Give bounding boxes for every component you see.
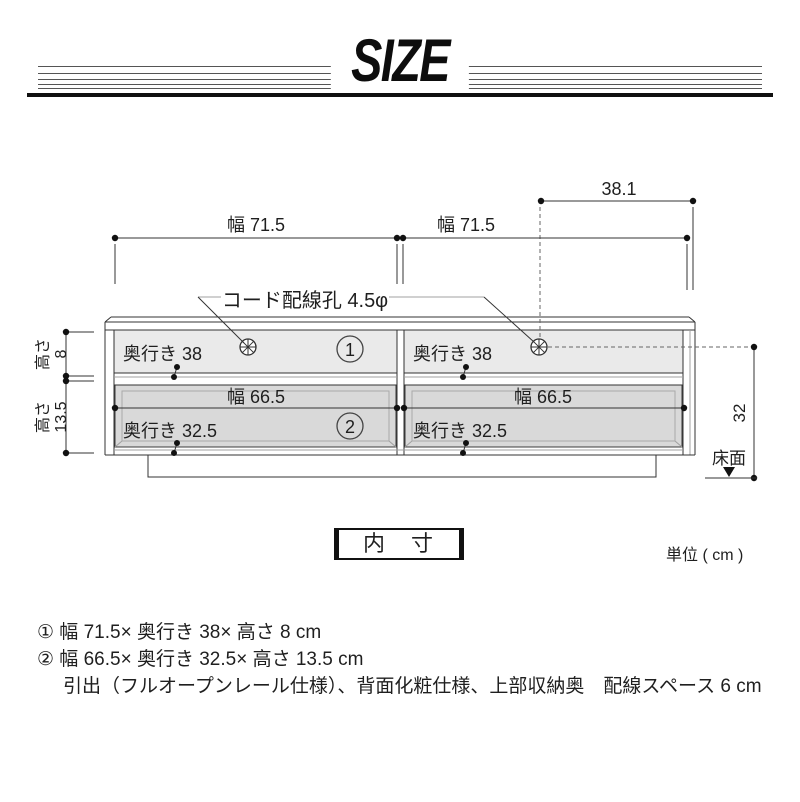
depth-lower-leaders: [171, 440, 469, 456]
depth-lower-right-label: 奥行き 32.5: [413, 421, 507, 441]
note-specs: 引出（フルオープンレール仕様）、背面化粧仕様、上部収納奥 配線スペース 6 cm: [63, 676, 762, 697]
compartment-1-badge: 1: [336, 335, 364, 363]
floor-arrow-icon: [723, 467, 735, 477]
unit-label: 単位 ( cm ): [666, 547, 744, 564]
dim-height-lower-label: 高さ 13.5: [34, 401, 70, 433]
dim-width-right-label: 幅 71.5: [437, 215, 495, 235]
svg-text:高さ: 高さ: [34, 338, 52, 370]
note-compartment-1: ① 幅 71.5× 奥行き 38× 高さ 8 cm: [37, 622, 322, 643]
svg-text:高さ: 高さ: [34, 401, 52, 433]
cord-hole-right-icon: [530, 338, 548, 356]
dim-width-right: [399, 234, 691, 290]
depth-upper-left-label: 奥行き 38: [123, 344, 202, 364]
page-title: SIZE: [330, 30, 470, 92]
inner-width-right-label: 幅 66.5: [514, 387, 572, 407]
dim-offset-38-1-label: 38.1: [601, 179, 636, 199]
depth-upper-leaders: [171, 364, 469, 380]
depth-upper-right-label: 奥行き 38: [413, 344, 492, 364]
cord-hole-label: コード配線孔 4.5φ: [222, 289, 388, 312]
dim-heights-left: [62, 328, 94, 457]
dim-width-left-label: 幅 71.5: [227, 215, 285, 235]
cabinet-fills: [114, 330, 683, 448]
floor-label: 床面: [712, 449, 746, 468]
inner-width-left-label: 幅 66.5: [227, 387, 285, 407]
dim-total-height: [548, 343, 758, 482]
cabinet-base: [147, 455, 657, 478]
header-rule-thick-line: [27, 93, 773, 97]
dim-total-height-label: 32: [730, 404, 749, 423]
depth-lower-left-label: 奥行き 32.5: [123, 421, 217, 441]
compartment-2-badge: 2: [336, 412, 364, 440]
dim-height-upper-label: 高さ 8: [34, 338, 70, 370]
svg-text:8: 8: [53, 349, 70, 358]
svg-text:2: 2: [345, 417, 355, 437]
cord-hole-leader-lines: [197, 296, 535, 344]
dim-inner-width-lines: [111, 404, 688, 412]
svg-text:13.5: 13.5: [53, 401, 70, 432]
dim-offset-38-1: [537, 197, 697, 338]
svg-text:1: 1: [345, 340, 355, 360]
dim-width-left: [111, 234, 401, 284]
note-compartment-2: ② 幅 66.5× 奥行き 32.5× 高さ 13.5 cm: [37, 649, 364, 670]
inner-dimension-box: 内 寸: [334, 528, 464, 560]
cabinet-outline: [104, 316, 696, 478]
